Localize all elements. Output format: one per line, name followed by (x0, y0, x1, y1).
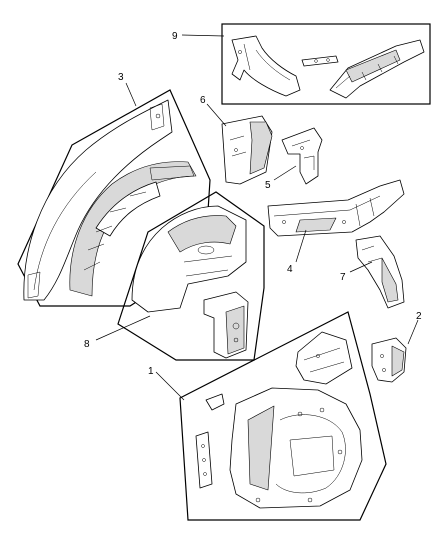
item-5-bracket (281, 127, 323, 185)
item-7-brace (355, 235, 405, 309)
vertical-strip (195, 431, 213, 489)
callout-5: 5 (265, 180, 271, 191)
small-strap (301, 55, 339, 67)
inner-wheelhouse (69, 161, 197, 297)
group-1-assembly (179, 311, 387, 521)
callout-8: 8 (84, 339, 90, 350)
group-8-wheelhouse-inner (117, 191, 265, 361)
leader-lines (95, 34, 419, 401)
callout-labels: 9 3 6 5 4 7 8 2 1 (84, 31, 422, 377)
item-2-bracket (371, 337, 407, 383)
callout-2: 2 (416, 311, 422, 322)
group-8-border (117, 191, 265, 361)
callout-6: 6 (200, 95, 206, 106)
pillar-bracket (231, 35, 301, 97)
upper-bracket (295, 331, 353, 385)
callout-1: 1 (148, 366, 154, 377)
group-9-border (221, 23, 431, 105)
group-1-border (179, 311, 387, 521)
callout-7: 7 (340, 272, 346, 283)
group-3-wheelhouse-outer (17, 89, 211, 307)
item-4-rail (267, 179, 405, 237)
outer-arch-strip (23, 99, 173, 301)
callout-4: 4 (287, 264, 293, 275)
small-clip (205, 393, 225, 411)
group-9-box (221, 23, 431, 105)
item-6-panel (221, 115, 273, 185)
callout-3: 3 (118, 72, 124, 83)
callout-9: 9 (172, 31, 178, 42)
